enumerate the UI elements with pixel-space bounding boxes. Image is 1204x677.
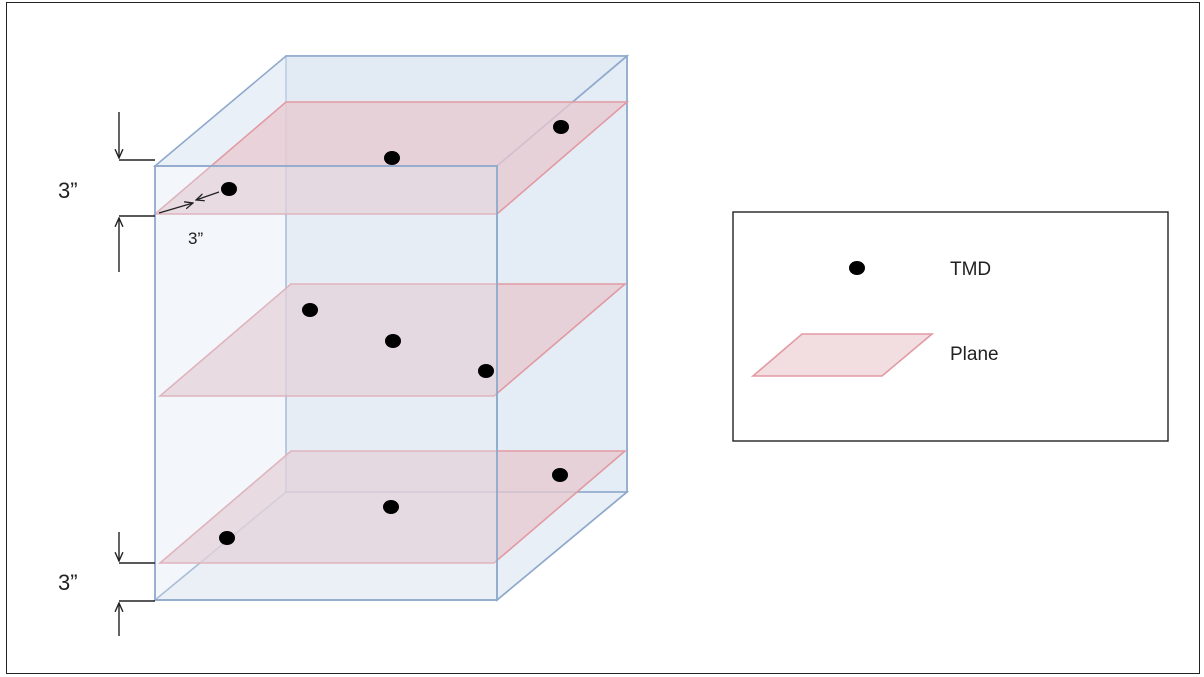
tmd-dot [219,531,235,545]
legend-plane-icon [750,333,935,377]
tmd-dot [553,120,569,134]
legend-tmd-icon [849,261,865,275]
bottom-dimension: 3” [58,532,155,636]
tmd-dot [385,334,401,348]
tmd-dot [478,364,494,378]
tmd-dot [552,468,568,482]
legend: TMD Plane [732,211,1169,442]
tmd-dot [384,151,400,165]
top-offset-label: 3” [58,178,78,203]
tmd-dots [219,120,569,545]
box-front-face [154,165,498,601]
legend-plane-label: Plane [950,344,999,365]
bottom-offset-label: 3” [58,570,78,595]
legend-box [732,211,1169,442]
figure-frame [6,2,1200,674]
tmd-dot [302,303,318,317]
edge-dimension: 3” [158,191,220,248]
edge-offset-label: 3” [188,229,203,248]
tmd-dot [221,182,237,196]
legend-tmd-label: TMD [950,259,991,280]
top-dimension: 3” [58,112,155,272]
tmd-dot [383,500,399,514]
